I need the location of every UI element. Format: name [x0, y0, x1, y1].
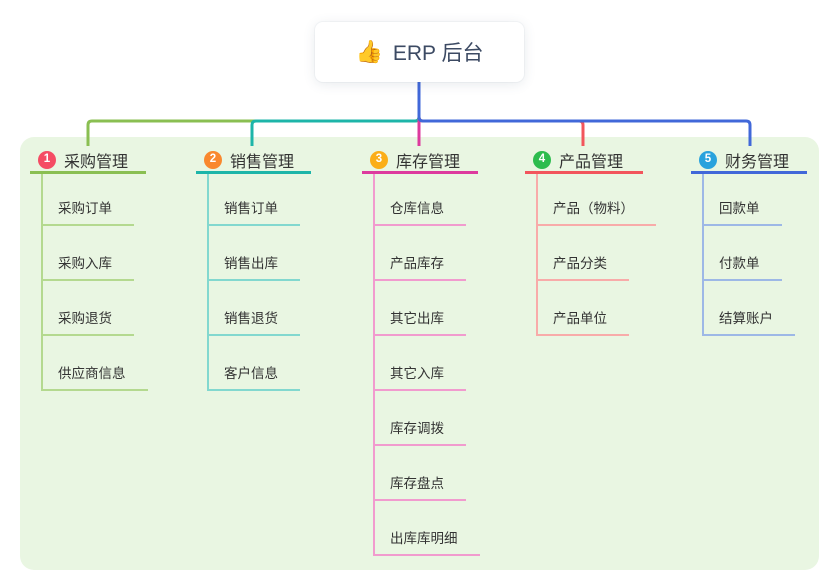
child-node[interactable]: 回款单: [704, 174, 782, 226]
child-node[interactable]: 采购订单: [43, 174, 134, 226]
child-node[interactable]: 产品单位: [538, 281, 629, 336]
branch-2-children: 销售订单 销售出库 销售退货 客户信息: [207, 174, 311, 391]
branch-5-children: 回款单 付款单 结算账户: [702, 174, 807, 336]
branches-panel: [20, 137, 819, 570]
child-node[interactable]: 产品（物料）: [538, 174, 656, 226]
branch-number-badge: 5: [699, 150, 717, 169]
branch-node-inventory[interactable]: 3 库存管理: [362, 148, 478, 174]
child-node[interactable]: 结算账户: [704, 281, 795, 336]
branch-4-children: 产品（物料） 产品分类 产品单位: [536, 174, 656, 336]
root-title: ERP 后台: [392, 42, 484, 65]
child-node[interactable]: 销售出库: [209, 226, 300, 281]
branch-3-children: 仓库信息 产品库存 其它出库 其它入库 库存调拨 库存盘点 出库库明细: [373, 174, 480, 556]
child-node[interactable]: 客户信息: [209, 336, 300, 391]
child-node[interactable]: 销售退货: [209, 281, 300, 336]
branch-number-badge: 4: [533, 150, 551, 169]
branch-label-text: 销售管理: [230, 153, 295, 171]
child-node[interactable]: 其它出库: [375, 281, 466, 336]
child-node[interactable]: 库存调拨: [375, 391, 466, 446]
child-node[interactable]: 采购入库: [43, 226, 134, 281]
branch-label-text: 财务管理: [725, 153, 790, 171]
child-node[interactable]: 供应商信息: [43, 336, 148, 391]
branch-number-badge: 3: [370, 150, 388, 169]
branch-3: 3 库存管理 仓库信息 产品库存 其它出库 其它入库 库存调拨 库存盘点 出库库…: [362, 148, 480, 556]
branch-label-text: 库存管理: [396, 153, 461, 171]
branch-number-badge: 2: [204, 150, 222, 169]
branch-node-product[interactable]: 4 产品管理: [525, 148, 643, 174]
branch-5: 5 财务管理 回款单 付款单 结算账户: [691, 148, 807, 336]
branch-label-text: 采购管理: [64, 153, 129, 171]
child-node[interactable]: 其它入库: [375, 336, 466, 391]
branch-1: 1 采购管理 采购订单 采购入库 采购退货 供应商信息: [30, 148, 148, 391]
child-node[interactable]: 采购退货: [43, 281, 134, 336]
child-node[interactable]: 库存盘点: [375, 446, 466, 501]
branch-node-sales[interactable]: 2 销售管理: [196, 148, 311, 174]
branch-label-text: 产品管理: [559, 153, 624, 171]
root-node[interactable]: 👍 ERP 后台: [315, 22, 524, 82]
thumbs-up-icon: 👍: [355, 39, 383, 64]
branch-4: 4 产品管理 产品（物料） 产品分类 产品单位: [525, 148, 656, 336]
child-node[interactable]: 出库库明细: [375, 501, 480, 556]
child-node[interactable]: 付款单: [704, 226, 782, 281]
child-node[interactable]: 产品分类: [538, 226, 629, 281]
branch-1-children: 采购订单 采购入库 采购退货 供应商信息: [41, 174, 148, 391]
branch-node-finance[interactable]: 5 财务管理: [691, 148, 807, 174]
child-node[interactable]: 销售订单: [209, 174, 300, 226]
branch-2: 2 销售管理 销售订单 销售出库 销售退货 客户信息: [196, 148, 311, 391]
child-node[interactable]: 产品库存: [375, 226, 466, 281]
child-node[interactable]: 仓库信息: [375, 174, 466, 226]
branch-node-purchase[interactable]: 1 采购管理: [30, 148, 146, 174]
branch-number-badge: 1: [38, 150, 56, 169]
